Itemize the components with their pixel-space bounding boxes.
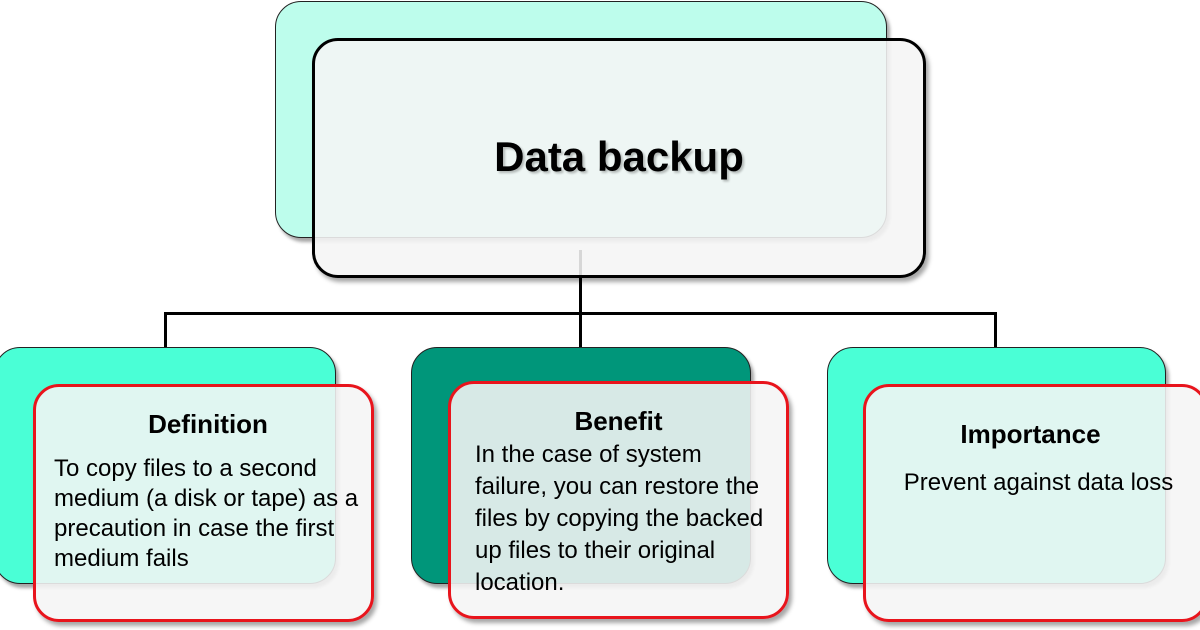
importance-text: Prevent against data loss bbox=[903, 469, 1174, 496]
importance-node: Importance Prevent against data loss bbox=[863, 384, 1200, 622]
root-title: Data backup bbox=[494, 133, 744, 180]
benefit-text: In the case of system failure, you can r… bbox=[475, 441, 764, 596]
connector-right bbox=[994, 312, 997, 348]
benefit-node: Benefit In the case of system failure, y… bbox=[448, 381, 789, 619]
connector-left bbox=[164, 312, 167, 348]
definition-text: To copy files to a second medium (a disk… bbox=[54, 455, 359, 572]
importance-title: Importance bbox=[960, 419, 1101, 449]
connector-trunk bbox=[579, 250, 582, 314]
definition-title: Definition bbox=[148, 409, 268, 439]
definition-node: Definition To copy files to a second med… bbox=[33, 384, 374, 622]
benefit-title: Benefit bbox=[574, 406, 663, 436]
root-node: Data backup bbox=[312, 38, 926, 278]
connector-middle bbox=[579, 312, 582, 348]
